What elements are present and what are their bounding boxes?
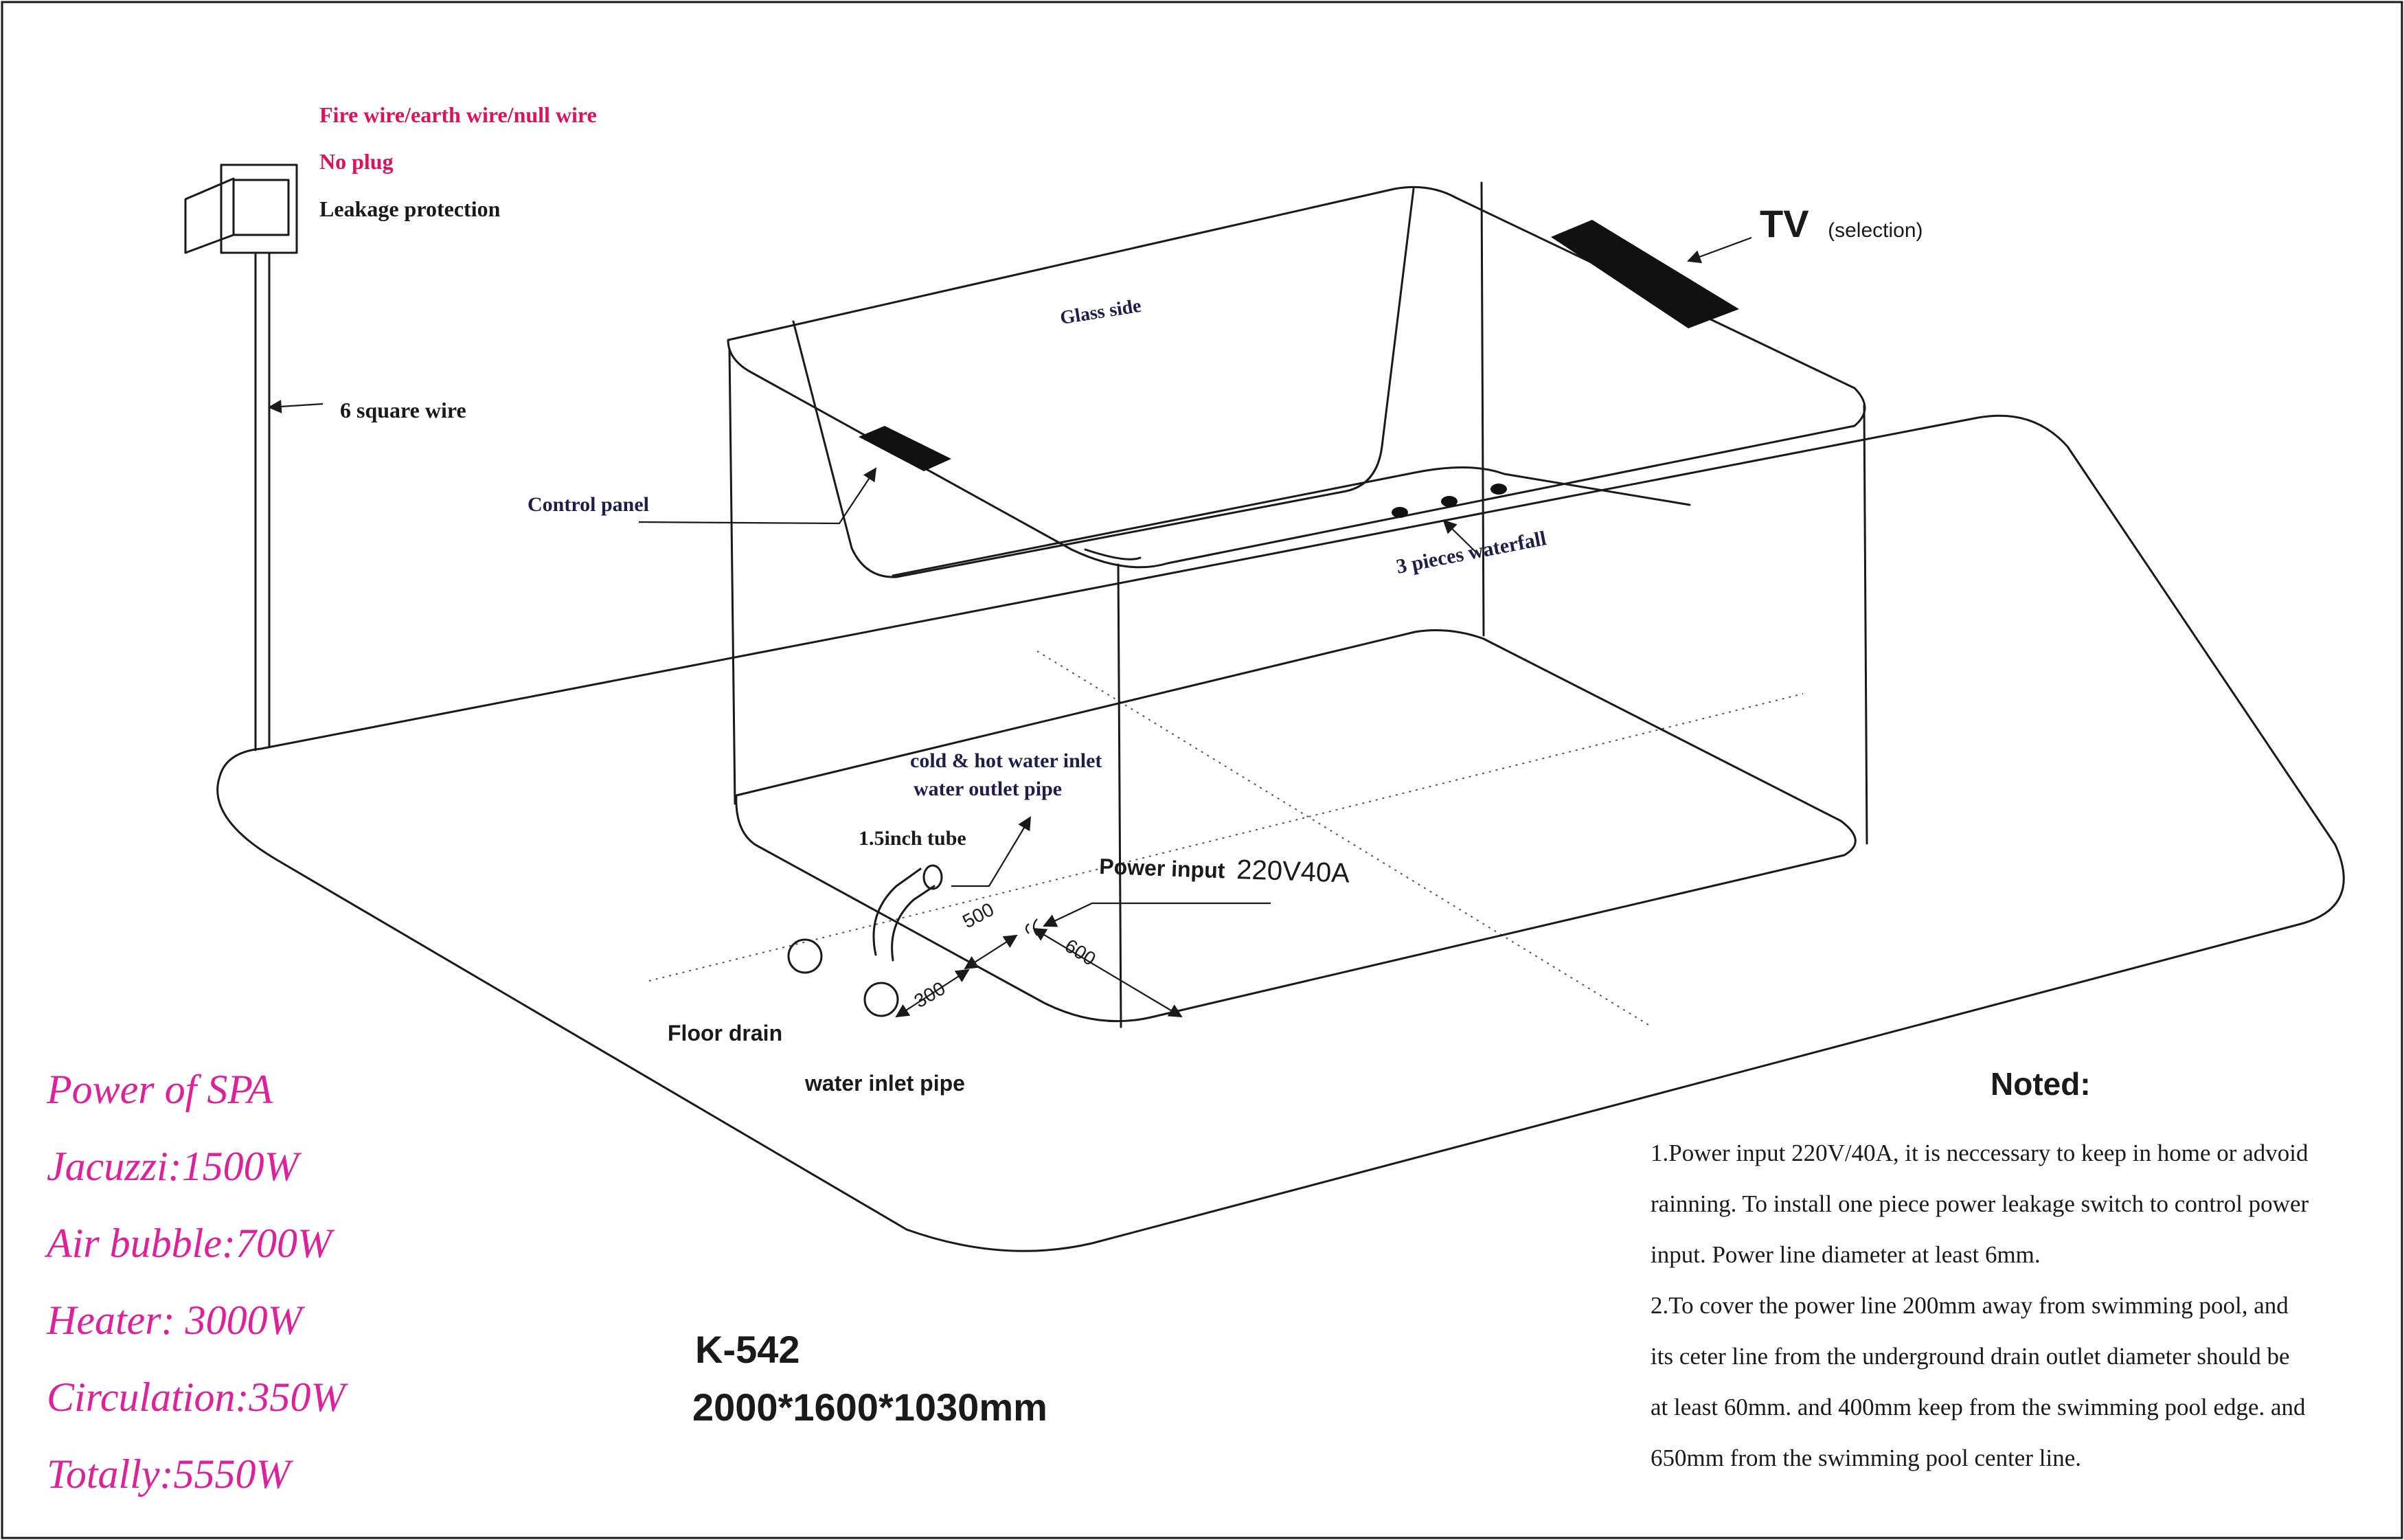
notes-line: rainning. To install one piece power lea… bbox=[1651, 1190, 2309, 1217]
floor-slab bbox=[216, 414, 2345, 1252]
dim-600-line bbox=[1032, 927, 1183, 1018]
tv-label-main: TV bbox=[1760, 202, 1809, 245]
inlet-label-line1: cold & hot water inlet bbox=[910, 749, 1102, 772]
dim-300-line bbox=[895, 969, 970, 1018]
tub-edge-front bbox=[1117, 563, 1122, 1028]
power-box-line1: Fire wire/earth wire/null wire bbox=[319, 102, 597, 127]
leader-inlet bbox=[951, 816, 1032, 887]
power-spec-total: Totally:5550W bbox=[47, 1451, 293, 1497]
notes-line: 2.To cover the power line 200mm away fro… bbox=[1651, 1292, 2289, 1319]
power-box-line2: No plug bbox=[319, 149, 394, 174]
tub-edge-right bbox=[1863, 404, 1868, 845]
floor-drain-circle bbox=[787, 938, 823, 974]
waterfall-jet bbox=[1441, 496, 1458, 507]
leader-control-panel bbox=[638, 467, 877, 525]
water-inlet-circle bbox=[863, 982, 899, 1017]
power-spec-heater: Heater: 3000W bbox=[46, 1298, 306, 1343]
power-input-value: 220V40A bbox=[1236, 854, 1350, 889]
power-spec-circulation: Circulation:350W bbox=[47, 1374, 348, 1420]
dim-500: 500 bbox=[959, 898, 997, 932]
water-inlet-label: water inlet pipe bbox=[804, 1071, 965, 1096]
tube-label: 1.5inch tube bbox=[859, 827, 966, 850]
power-input-label: Power input 220V40A bbox=[1099, 850, 1350, 889]
tv-label: TV (selection) bbox=[1760, 202, 1923, 245]
electric-box-window bbox=[232, 179, 290, 236]
tub-inner-ledge-2 bbox=[1084, 548, 1142, 560]
tub-inner-ledge bbox=[892, 466, 1691, 577]
model-size: 2000*1600*1030mm bbox=[692, 1385, 1047, 1429]
waterfall-jet bbox=[1392, 507, 1408, 518]
notes-line: 1.Power input 220V/40A, it is neccessary… bbox=[1651, 1140, 2309, 1166]
tube-elbow bbox=[872, 868, 935, 962]
power-pole bbox=[254, 251, 271, 751]
center-line-cross bbox=[1036, 650, 1653, 1028]
waterfall-jet bbox=[1490, 484, 1507, 495]
model-code: K-542 bbox=[695, 1328, 800, 1371]
center-line-long bbox=[648, 693, 1804, 982]
tube-elbow-cap bbox=[922, 864, 943, 890]
dim-500-line bbox=[964, 934, 1018, 970]
power-spec-air-bubble: Air bubble:700W bbox=[44, 1221, 335, 1266]
tub-top-rim bbox=[727, 185, 1866, 569]
power-spec-title: Power of SPA bbox=[46, 1067, 273, 1112]
glass-side-panel bbox=[792, 188, 1415, 578]
notes-title: Noted: bbox=[1991, 1066, 2091, 1102]
power-input-text: Power input bbox=[1099, 854, 1226, 883]
leader-waterfall bbox=[1442, 519, 1477, 554]
glass-side-label: Glass side bbox=[1058, 295, 1142, 329]
power-spec-jacuzzi: Jacuzzi:1500W bbox=[47, 1144, 302, 1189]
leader-tv bbox=[1687, 236, 1752, 264]
leader-power-input bbox=[1043, 902, 1271, 927]
electric-box bbox=[220, 163, 298, 254]
control-panel-label: Control panel bbox=[528, 493, 649, 516]
dim-300: 300 bbox=[911, 977, 949, 1012]
wire-label: 6 square wire bbox=[340, 398, 466, 422]
tv-block bbox=[1551, 220, 1739, 328]
leader-wire bbox=[268, 399, 324, 414]
power-input-symbol bbox=[1025, 918, 1038, 936]
notes-line: 650mm from the swimming pool center line… bbox=[1651, 1445, 2081, 1471]
electric-box-door bbox=[184, 177, 235, 254]
inlet-label-line2: water outlet pipe bbox=[914, 778, 1062, 800]
tv-label-sub: (selection) bbox=[1828, 219, 1923, 242]
power-box-line3: Leakage protection bbox=[319, 196, 501, 221]
tub-bottom-edge bbox=[735, 629, 1857, 1023]
notes-line: input. Power line diameter at least 6mm. bbox=[1651, 1241, 2041, 1268]
control-panel-block bbox=[859, 426, 951, 471]
waterfall-label: 3 pieces waterfall bbox=[1394, 527, 1548, 578]
tub-edge-back bbox=[1480, 181, 1485, 637]
floor-drain-label: Floor drain bbox=[668, 1021, 782, 1045]
tub-edge-left bbox=[728, 348, 736, 805]
notes-line: at least 60mm. and 400mm keep from the s… bbox=[1651, 1394, 2306, 1420]
notes-line: its ceter line from the underground drai… bbox=[1651, 1343, 2289, 1370]
